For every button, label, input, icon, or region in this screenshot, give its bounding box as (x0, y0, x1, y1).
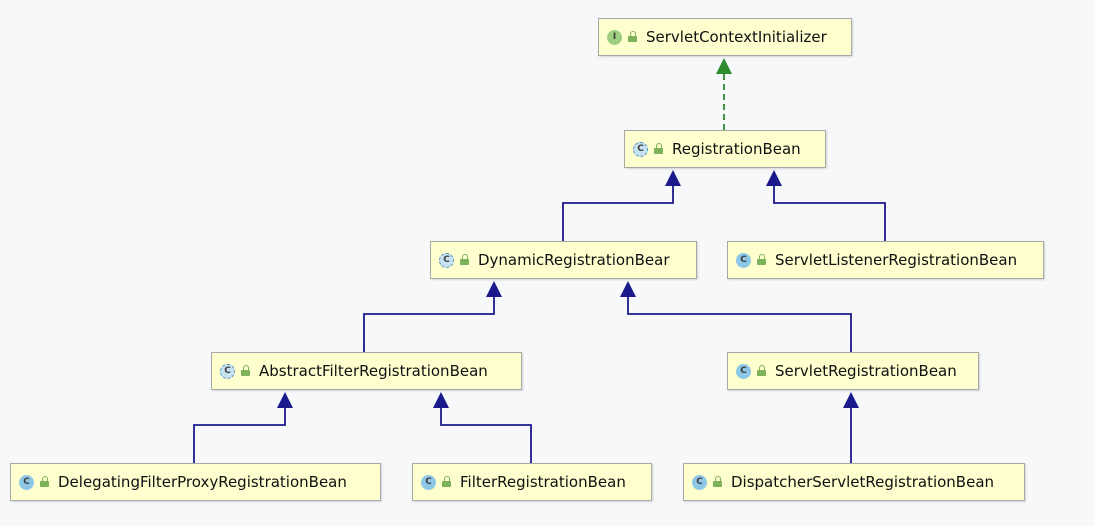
public-lock-icon (757, 365, 767, 377)
class-node-rb[interactable]: C RegistrationBean (624, 130, 826, 168)
edge-dfprb-afrb (193, 392, 293, 463)
edge-rb-sci (716, 58, 732, 130)
public-lock-icon (757, 254, 767, 266)
public-lock-icon (460, 254, 470, 266)
class-name-label: AbstractFilterRegistrationBean (259, 362, 488, 380)
arrowhead (433, 392, 449, 408)
edge-line (193, 408, 286, 463)
public-lock-icon (442, 476, 452, 488)
edge-slrb-rb (766, 170, 886, 241)
class-name-label: DispatcherServletRegistrationBean (731, 473, 995, 491)
class-icon: C (736, 363, 751, 379)
arrowhead (843, 392, 859, 408)
class-name-label: RegistrationBean (672, 140, 801, 158)
abstract-icon: C (439, 252, 454, 268)
edge-line (627, 297, 852, 352)
class-name-label: DelegatingFilterProxyRegistrationBean (58, 473, 347, 491)
edge-line (562, 186, 674, 241)
class-icon: C (736, 252, 751, 268)
arrowhead (486, 281, 502, 297)
abstract-icon: C (633, 141, 648, 157)
class-name-label: ServletContextInitializer (646, 28, 827, 46)
public-lock-icon (713, 476, 723, 488)
interface-icon: I (607, 29, 622, 45)
arrowhead (766, 170, 782, 186)
class-name-label: DynamicRegistrationBear (478, 251, 670, 269)
edge-drb-rb (562, 170, 681, 241)
edge-line (773, 186, 886, 241)
arrowhead (277, 392, 293, 408)
class-node-sci[interactable]: I ServletContextInitializer (598, 18, 852, 56)
public-lock-icon (40, 476, 50, 488)
public-lock-icon (654, 143, 664, 155)
class-icon: C (421, 474, 436, 490)
edge-line (363, 297, 495, 352)
arrowhead (665, 170, 681, 186)
class-name-label: ServletListenerRegistrationBean (775, 251, 1018, 269)
class-name-label: ServletRegistrationBean (775, 362, 957, 380)
class-node-drb[interactable]: C DynamicRegistrationBear (430, 241, 697, 279)
class-node-afrb[interactable]: C AbstractFilterRegistrationBean (211, 352, 522, 390)
class-icon: C (19, 474, 34, 490)
public-lock-icon (628, 31, 638, 43)
class-name-label: FilterRegistrationBean (460, 473, 626, 491)
edge-frb-afrb (433, 392, 532, 463)
edge-dsrb-srb (843, 392, 859, 463)
public-lock-icon (241, 365, 251, 377)
class-node-srb[interactable]: C ServletRegistrationBean (727, 352, 979, 390)
class-icon: C (692, 474, 707, 490)
edge-line (440, 408, 532, 463)
arrowhead (620, 281, 636, 297)
class-node-dsrb[interactable]: C DispatcherServletRegistrationBean (683, 463, 1025, 501)
class-node-slrb[interactable]: C ServletListenerRegistrationBean (727, 241, 1044, 279)
edge-afrb-drb (363, 281, 502, 352)
class-node-frb[interactable]: C FilterRegistrationBean (412, 463, 652, 501)
edge-srb-drb (620, 281, 852, 352)
abstract-icon: C (220, 363, 235, 379)
class-node-dfprb[interactable]: C DelegatingFilterProxyRegistrationBean (10, 463, 381, 501)
arrowhead (716, 58, 732, 74)
